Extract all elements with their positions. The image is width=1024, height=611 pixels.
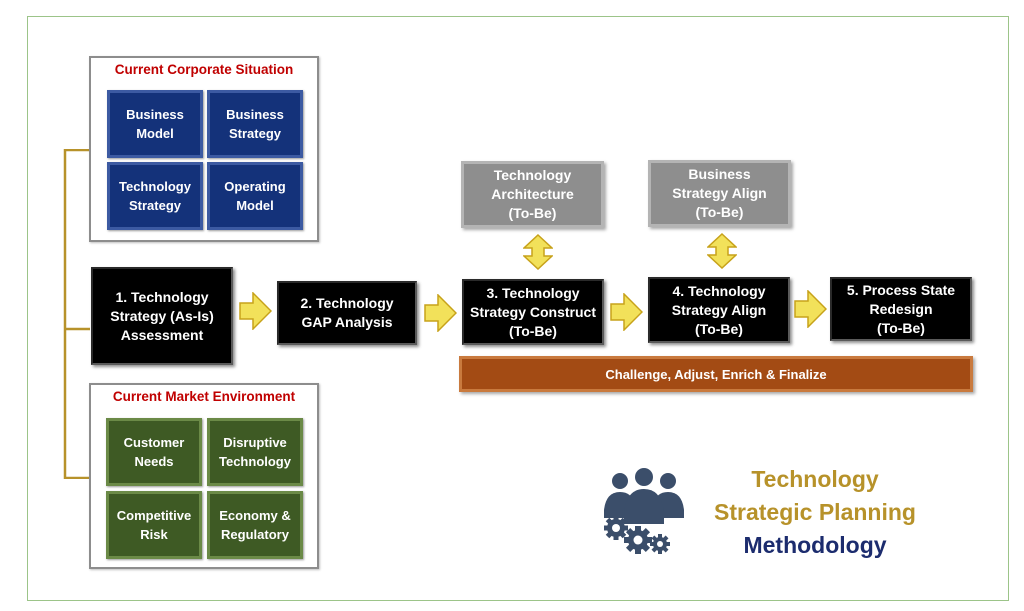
right-arrow-icon	[239, 292, 272, 330]
tile-business-model: Business Model	[107, 90, 203, 158]
corporate-situation-group: Current Corporate Situation Business Mod…	[89, 56, 319, 242]
title-line-strategic-planning: Strategic Planning	[714, 499, 916, 525]
step-2-gap-analysis: 2. Technology GAP Analysis	[277, 281, 417, 345]
corporate-situation-title: Current Corporate Situation	[114, 62, 294, 77]
methodology-title: Technology Strategic Planning Methodolog…	[700, 463, 930, 562]
tile-operating-model: Operating Model	[207, 162, 303, 230]
tile-economy-regulatory: Economy & Regulatory	[207, 491, 303, 559]
title-line-technology: Technology	[751, 466, 879, 492]
tile-customer-needs: Customer Needs	[106, 418, 202, 486]
people-gears-icon	[604, 468, 684, 554]
step-4-strategy-align: 4. Technology Strategy Align (To-Be)	[648, 277, 790, 343]
context-bracket	[63, 149, 90, 479]
right-arrow-icon	[610, 293, 643, 331]
step-3-strategy-construct: 3. Technology Strategy Construct (To-Be)	[462, 279, 604, 345]
market-environment-group: Current Market Environment Customer Need…	[89, 383, 319, 569]
step-5-process-redesign: 5. Process State Redesign (To-Be)	[830, 277, 972, 341]
tile-business-strategy: Business Strategy	[207, 90, 303, 158]
challenge-adjust-bar: Challenge, Adjust, Enrich & Finalize	[459, 356, 973, 392]
title-line-methodology: Methodology	[743, 532, 887, 558]
tile-competitive-risk: Competitive Risk	[106, 491, 202, 559]
tile-disruptive-technology: Disruptive Technology	[207, 418, 303, 486]
up-down-arrow-icon	[707, 233, 737, 269]
market-environment-title: Current Market Environment	[112, 389, 296, 404]
diagram-frame	[27, 16, 1009, 601]
right-arrow-icon	[424, 294, 457, 332]
business-strategy-align-box: Business Strategy Align (To-Be)	[648, 160, 791, 227]
up-down-arrow-icon	[523, 234, 553, 270]
tile-technology-strategy: Technology Strategy	[107, 162, 203, 230]
right-arrow-icon	[794, 290, 827, 328]
step-1-assessment: 1. Technology Strategy (As-Is) Assessmen…	[91, 267, 233, 365]
technology-architecture-box: Technology Architecture (To-Be)	[461, 161, 604, 228]
